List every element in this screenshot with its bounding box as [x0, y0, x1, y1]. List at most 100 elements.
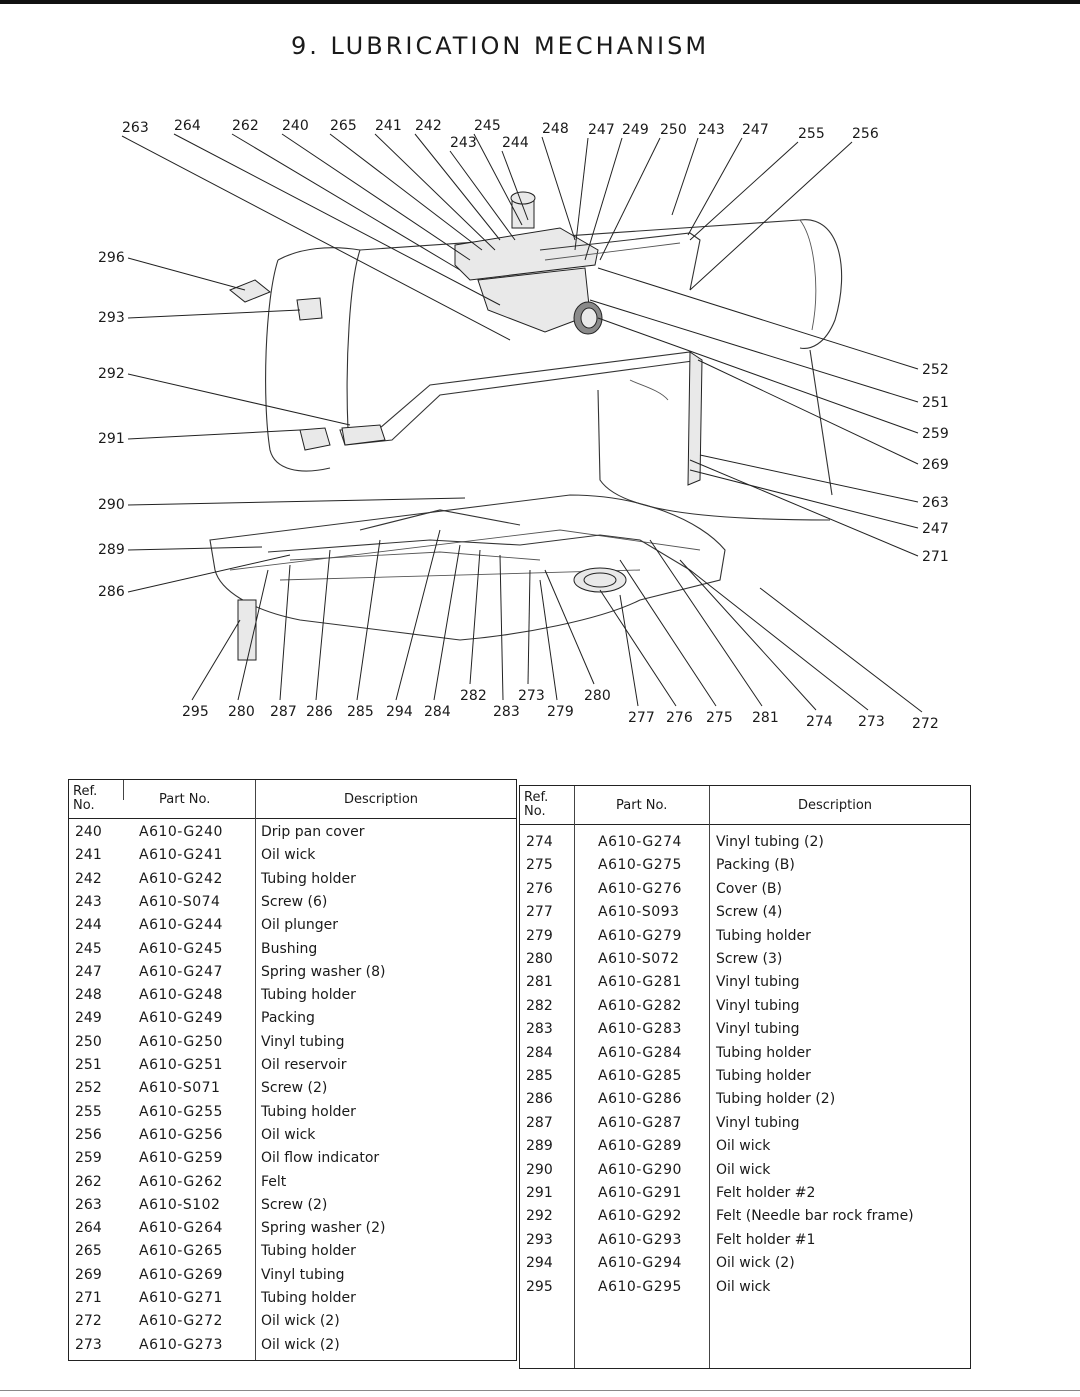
leader-line [671, 137, 699, 216]
callout-label: 282 [460, 688, 487, 704]
cell-ref: 287 [526, 1114, 553, 1131]
callout-label: 269 [922, 457, 949, 473]
cell-part: A610-G242 [139, 870, 223, 887]
callout-label: 285 [347, 704, 374, 720]
table-row: 256 A610-G256 Oil wick [69, 1127, 516, 1150]
cell-desc: Felt holder #2 [716, 1185, 816, 1201]
callout-label: 265 [330, 118, 357, 134]
leader-line [597, 317, 919, 434]
cell-part: A610-G287 [598, 1114, 682, 1131]
leader-line [127, 546, 263, 551]
cell-ref: 245 [75, 940, 102, 957]
cell-part: A610-G264 [139, 1220, 223, 1237]
cell-ref: 256 [75, 1126, 102, 1143]
cell-desc: Oil wick [261, 847, 316, 864]
cell-part: A610-G256 [139, 1126, 223, 1143]
table-row: 287 A610-G287 Vinyl tubing [520, 1115, 970, 1138]
table-row: 283 A610-G283 Vinyl tubing [520, 1021, 970, 1044]
cell-desc: Vinyl tubing (2) [716, 834, 824, 850]
cell-desc: Screw (6) [261, 893, 328, 910]
cell-part: A610-G283 [598, 1021, 682, 1038]
cell-part: A610-G284 [598, 1044, 682, 1061]
cell-part: A610-G295 [598, 1278, 682, 1295]
cell-part: A610-G273 [139, 1336, 223, 1353]
cell-desc: Packing (B) [716, 857, 795, 874]
cell-desc: Oil plunger [261, 917, 339, 934]
cell-ref: 290 [526, 1161, 553, 1178]
leader-line [689, 569, 869, 711]
leader-line [541, 136, 576, 241]
cell-part: A610-G294 [598, 1255, 682, 1272]
table-row: 284 A610-G284 Tubing holder [520, 1045, 970, 1068]
callout-label: 247 [588, 122, 615, 138]
cell-part: A610-G249 [139, 1010, 223, 1027]
cell-desc: Oil wick [716, 1138, 771, 1155]
cell-ref: 283 [526, 1021, 553, 1038]
cell-desc: Tubing holder [716, 927, 811, 944]
cell-desc: Vinyl tubing [716, 974, 800, 991]
leader-line [449, 150, 516, 241]
cell-desc: Vinyl tubing [716, 997, 800, 1014]
cell-ref: 295 [526, 1278, 553, 1295]
leader-line [127, 554, 291, 593]
cell-desc: Tubing holder [716, 1044, 811, 1061]
leader-line [231, 133, 461, 271]
cell-desc: Vinyl tubing [716, 1114, 800, 1131]
callout-label: 255 [798, 126, 825, 142]
cell-part: A610-G281 [598, 974, 682, 991]
callout-label: 263 [922, 495, 949, 511]
callout-label: 245 [474, 118, 501, 134]
callout-label: 263 [122, 120, 149, 136]
callout-label: 272 [912, 716, 939, 732]
bottom-rule [0, 1390, 1080, 1391]
cell-desc: Vinyl tubing [261, 1266, 345, 1283]
callout-label: 264 [174, 118, 201, 134]
cell-desc: Tubing holder [261, 1103, 356, 1120]
cell-part: A610-G271 [139, 1290, 223, 1306]
cell-ref: 265 [75, 1243, 102, 1260]
cell-desc: Oil flow indicator [261, 1150, 380, 1167]
cell-part: A610-G272 [139, 1313, 223, 1330]
machine-body [209, 191, 843, 661]
cell-part: A610-G240 [139, 824, 223, 840]
cell-desc: Felt [261, 1173, 287, 1190]
cell-desc: Packing [261, 1010, 315, 1027]
cell-part: A610-G247 [139, 963, 223, 980]
top-rule [0, 0, 1080, 4]
callout-label: 296 [98, 250, 125, 266]
cell-ref: 284 [526, 1044, 553, 1061]
callout-label: 284 [424, 704, 451, 720]
leader-line [414, 133, 501, 241]
callout-label: 291 [98, 431, 125, 447]
leader-line [121, 135, 511, 341]
cell-part: A610-G265 [139, 1243, 223, 1260]
cell-ref: 275 [526, 857, 553, 874]
leader-line [127, 497, 466, 506]
cell-ref: 274 [526, 834, 553, 850]
cell-part: A610-G269 [139, 1266, 223, 1283]
cell-desc: Tubing holder (2) [716, 1091, 836, 1108]
cell-part: A610-G286 [598, 1091, 682, 1108]
cell-part: A610-G241 [139, 847, 223, 864]
callout-label: 277 [628, 710, 655, 726]
cell-desc: Oil wick [261, 1126, 316, 1143]
cell-ref: 271 [75, 1290, 102, 1306]
leader-line [473, 133, 523, 226]
header-description: Description [344, 791, 419, 807]
cell-desc: Vinyl tubing [716, 1021, 800, 1038]
leader-line [191, 619, 241, 701]
callout-label: 259 [922, 426, 949, 442]
cell-desc: Spring washer (2) [261, 1220, 386, 1237]
